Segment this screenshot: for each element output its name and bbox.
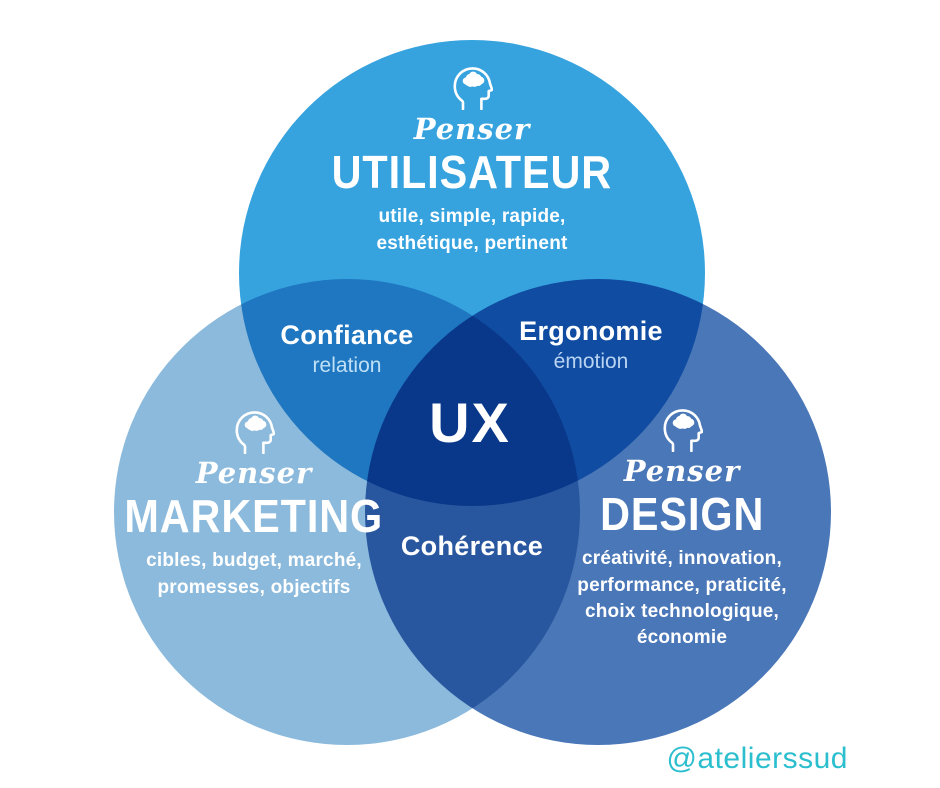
marketing-label-group: Penser MARKETING cibles, budget, marché,… [64,408,444,601]
design-label-group: Penser DESIGN créativité, innovation, pe… [492,406,872,651]
ergonomie-label: Ergonomie [519,316,663,346]
thinking-head-icon [233,408,275,454]
marketing-title: MARKETING [124,490,384,542]
circle-design [365,279,831,745]
ux-center-label: UX [429,391,511,454]
confiance-label: Confiance [280,320,414,350]
utilisateur-title: UTILISATEUR [331,146,613,198]
thinking-head-icon [661,406,703,452]
marketing-script-label: Penser [195,456,313,490]
marketing-subtitle: cibles, budget, marché, promesses, objec… [146,550,362,598]
relation-sublabel: relation [312,354,382,377]
utilisateur-label-group: Penser UTILISATEUR utile, simple, rapide… [282,64,662,257]
thinking-head-icon [451,64,493,110]
emotion-sublabel: émotion [553,350,629,373]
watermark-handle: @atelierssud [666,742,848,775]
design-script-label: Penser [623,454,741,488]
coherence-label: Cohérence [400,531,544,561]
intersection-marketing-design: Cohérence [401,531,543,562]
utilisateur-subtitle: utile, simple, rapide, esthétique, perti… [376,206,568,254]
intersection-utilisateur-marketing: Confiance relation [280,320,413,378]
design-title: DESIGN [599,488,765,540]
design-subtitle: créativité, innovation, performance, pra… [577,548,787,648]
intersection-utilisateur-design: Ergonomie émotion [519,316,663,374]
utilisateur-script-label: Penser [413,112,531,146]
